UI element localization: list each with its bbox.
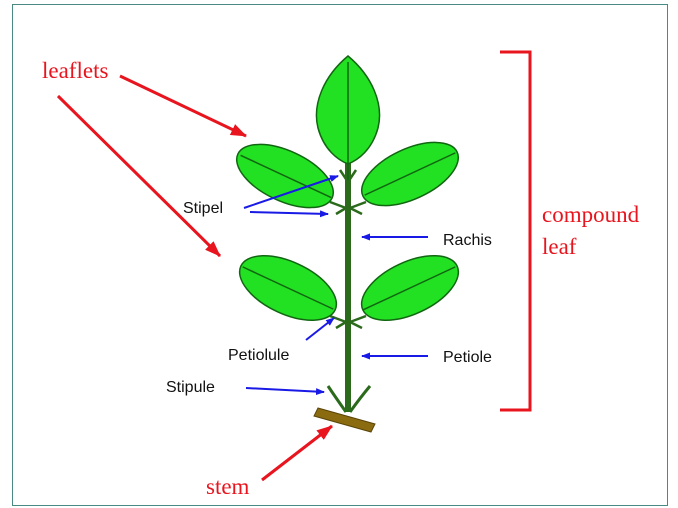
label-petiole: Petiole [443, 349, 492, 366]
leaflets-arrow-lower [58, 96, 220, 256]
leaflets-arrow-upper [120, 76, 246, 136]
label-leaflets: leaflets [42, 58, 108, 83]
stipel-lower-left [330, 316, 346, 328]
leaflet-terminal [316, 56, 379, 180]
stipel-upper-left [330, 202, 346, 214]
stipel-upper-right [350, 202, 366, 214]
label-leaf: leaf [542, 234, 577, 259]
compound-leaf-bracket [500, 52, 530, 410]
label-compound: compound [542, 202, 640, 227]
stipule-left [328, 386, 346, 412]
stipel-arrow-lower [250, 212, 328, 214]
label-stipule: Stipule [166, 379, 215, 396]
label-stipel: Stipel [183, 200, 223, 217]
stem-arrow [262, 426, 332, 480]
leaflet-lower-right [352, 242, 468, 333]
petiolule-arrow [306, 318, 334, 340]
label-stem: stem [206, 474, 250, 499]
stipule-right [350, 386, 370, 412]
stipel-lower-right [350, 316, 366, 328]
label-rachis: Rachis [443, 232, 492, 249]
leaflet-lower-left [230, 242, 346, 333]
label-petiolule: Petiolule [228, 347, 289, 364]
stipule-arrow [246, 388, 324, 392]
